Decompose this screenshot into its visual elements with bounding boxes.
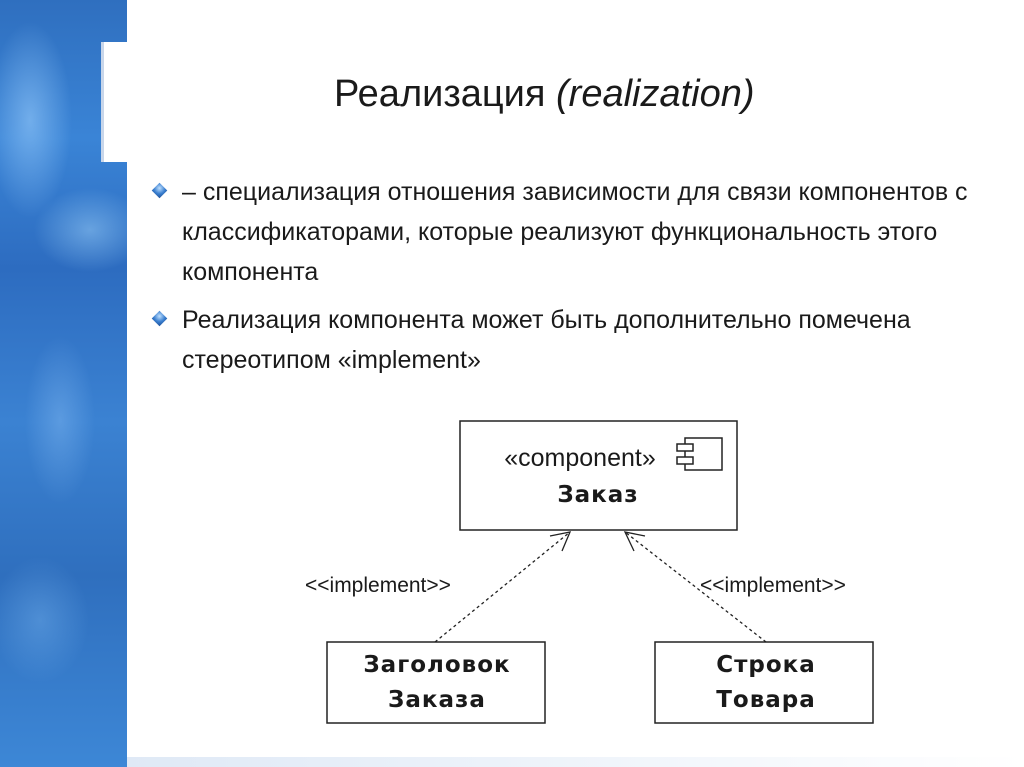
slide-title: Реализация (realization) — [334, 73, 755, 116]
title-main: Реализация — [334, 73, 546, 115]
title-italic: (realization) — [556, 73, 755, 115]
bottom-edge-decoration — [127, 757, 1024, 767]
left-box-line1: Заголовок — [363, 652, 510, 678]
title-tab-decoration — [101, 42, 130, 162]
bullet-text: – специализация отношения зависимости дл… — [182, 178, 968, 286]
bullet-item: Реализация компонента может быть дополни… — [148, 300, 1008, 380]
right-implement-label: <<implement>> — [700, 574, 846, 597]
component-stereotype: «component» — [504, 444, 656, 472]
bullet-list: – специализация отношения зависимости дл… — [148, 172, 1008, 388]
right-box-line2: Товара — [716, 687, 816, 713]
bullet-text: Реализация компонента может быть дополни… — [182, 306, 911, 374]
left-implement-label: <<implement>> — [305, 574, 451, 597]
left-class-box — [326, 641, 546, 724]
left-realization-arrow — [434, 531, 572, 643]
right-class-box — [654, 641, 874, 724]
bullet-item: – специализация отношения зависимости дл… — [148, 172, 1008, 292]
right-box-line1: Строка — [716, 652, 816, 678]
right-realization-arrow — [623, 531, 767, 643]
left-box-line2: Заказа — [388, 687, 486, 713]
component-icon — [676, 437, 723, 471]
component-name: Заказ — [557, 482, 638, 508]
